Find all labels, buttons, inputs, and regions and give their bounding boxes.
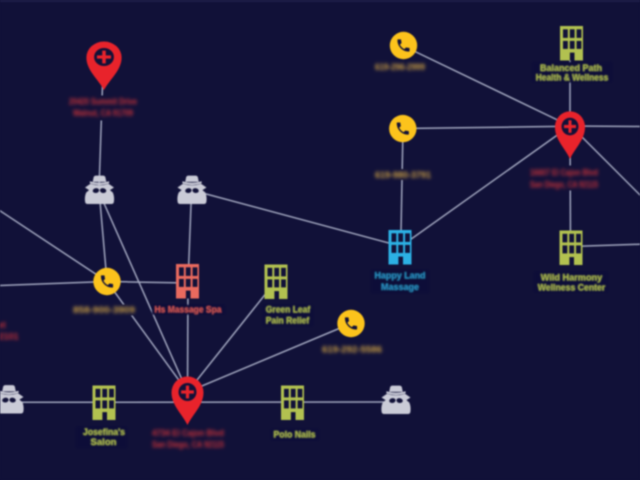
svg-text:Salon: Salon [91, 437, 117, 448]
svg-text:858-900-3909: 858-900-3909 [73, 305, 135, 315]
svg-text:San Diego, CA 92115: San Diego, CA 92115 [152, 440, 224, 450]
svg-text:619-292-5586: 619-292-5586 [322, 345, 382, 355]
svg-text:Happy Land: Happy Land [375, 271, 426, 282]
svg-text:1234 Market Street: 1234 Market Street [0, 320, 6, 330]
svg-text:San Diego, CA 92115: San Diego, CA 92115 [530, 180, 598, 190]
svg-text:Wellness Center: Wellness Center [538, 283, 606, 294]
svg-text:Health & Wellness: Health & Wellness [536, 73, 609, 84]
svg-text:4734 El Cajon Blvd: 4734 El Cajon Blvd [152, 428, 224, 438]
svg-text:619-296-2999: 619-296-2999 [375, 62, 425, 72]
svg-text:Balanced Path: Balanced Path [540, 63, 602, 74]
svg-text:Massage: Massage [381, 282, 419, 293]
svg-text:San Diego, CA 92101: San Diego, CA 92101 [0, 332, 19, 342]
svg-text:Pain Relief: Pain Relief [266, 316, 310, 327]
svg-text:Polo Nails: Polo Nails [274, 430, 316, 441]
svg-text:619-980-3791: 619-980-3791 [375, 170, 431, 180]
svg-text:Walnut, CA 91709: Walnut, CA 91709 [73, 108, 133, 118]
svg-text:20420 Summit Drive: 20420 Summit Drive [69, 97, 137, 107]
svg-text:Wild Harmony: Wild Harmony [541, 273, 603, 284]
svg-text:16607 El Cajon Blvd: 16607 El Cajon Blvd [530, 168, 598, 178]
svg-text:Josefina's: Josefina's [83, 427, 125, 438]
svg-text:Green Leaf: Green Leaf [266, 305, 311, 316]
svg-text:Hs Massage Spa: Hs Massage Spa [155, 305, 223, 316]
